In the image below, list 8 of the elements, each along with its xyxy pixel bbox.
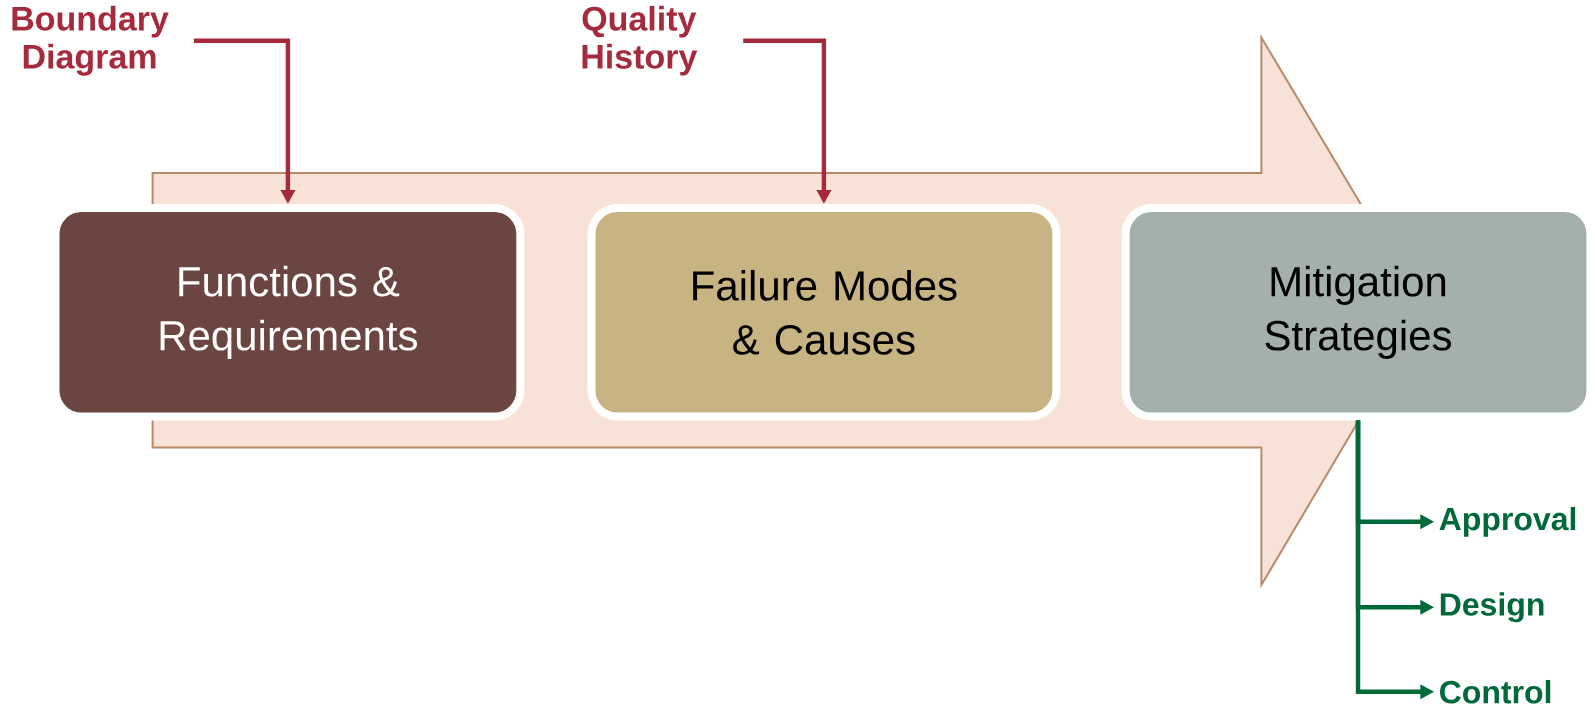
text-label: Boundary Diagram — [12, 5, 169, 76]
process-box: Failure Modes & Causes — [587, 204, 1061, 421]
text-label: Approval — [1439, 506, 1576, 537]
process-box: Mitigation Strategies — [1121, 204, 1595, 421]
process-box: Functions & Requirements — [51, 204, 525, 421]
text-label: Quality History — [582, 5, 698, 76]
text-label: Design — [1440, 592, 1544, 623]
text-label: Control — [1440, 679, 1551, 704]
